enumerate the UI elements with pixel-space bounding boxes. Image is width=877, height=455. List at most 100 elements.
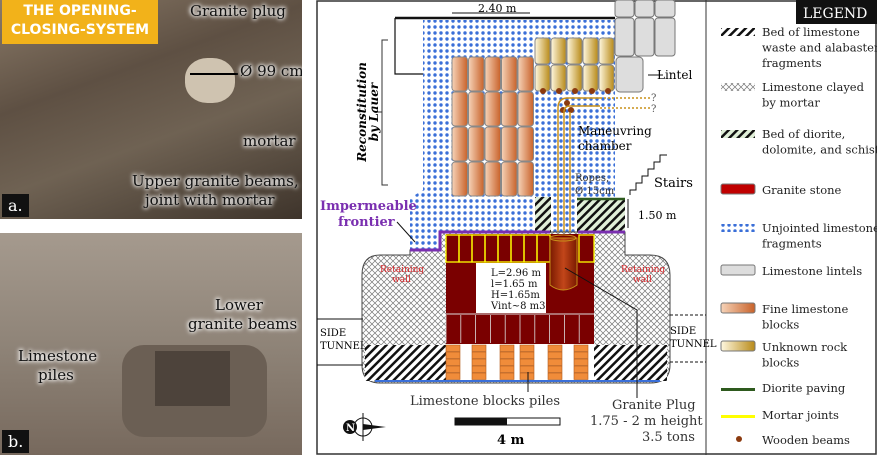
- title-line-2: CLOSING-SYSTEM: [10, 22, 150, 38]
- granite-beams: [445, 234, 595, 343]
- impermeable-arrow: [396, 221, 416, 243]
- legend-swatch: [736, 436, 742, 442]
- legend-swatch: [721, 224, 755, 232]
- reconstitution-bracket: [377, 39, 388, 186]
- chamber-interior: [476, 263, 546, 313]
- height-label: 1.50 m: [638, 209, 677, 222]
- photo-b-corner-label: b.: [2, 430, 30, 453]
- wooden-beam: [540, 88, 546, 94]
- legend-item-label: fragments: [762, 56, 822, 70]
- reconstitution-label-2: by Lauer: [367, 81, 381, 141]
- legend-item-label: Fine limestone: [762, 302, 848, 316]
- width-label: 2.40 m: [478, 2, 517, 15]
- legend-swatch: [721, 415, 755, 418]
- limestone-pile-block: [499, 372, 515, 380]
- wooden-beam: [568, 107, 574, 113]
- legend-item-label: Diorite paving: [762, 381, 846, 395]
- limestone-pile-block: [519, 372, 535, 380]
- limestone-pile-block: [499, 358, 515, 366]
- granite-plug: [549, 237, 578, 291]
- photo-a-granite-beams: THE OPENING- CLOSING-SYSTEM Granite plug…: [0, 0, 302, 219]
- diameter-label: Ø 99 cm: [240, 62, 302, 80]
- legend-item-label: Granite stone: [762, 183, 842, 197]
- limestone-pile-block: [547, 372, 563, 380]
- legend-item-label: Limestone clayed: [762, 80, 865, 94]
- impermeable-label-1: Impermeable: [320, 199, 417, 214]
- fine-limestone-block: [484, 56, 501, 92]
- legend-item-label: Bed of limestone: [762, 25, 860, 39]
- wooden-beam: [605, 88, 611, 94]
- fine-limestone-block: [501, 161, 518, 197]
- limestone-pile-block: [519, 358, 535, 366]
- limestone-pile-block: [445, 351, 461, 359]
- diorite-bed-left: [535, 197, 551, 232]
- legend-swatch: [721, 130, 755, 138]
- legend-swatch: [720, 264, 756, 276]
- unknown-rock-block: [582, 64, 599, 92]
- limestone-lintels: [614, 0, 676, 93]
- retaining-wall-left-2: wall: [392, 275, 411, 285]
- limestone-pile-block: [471, 351, 487, 359]
- fine-limestone-block: [517, 126, 534, 162]
- limestone-pile-block: [519, 351, 535, 359]
- north-label: N: [346, 423, 355, 434]
- legend-item-label: Unknown rock: [762, 340, 848, 354]
- lower-beams-label-2: granite beams: [188, 315, 298, 333]
- limestone-pile-block: [573, 344, 589, 352]
- reconstitution-label-1: Reconstitution: [355, 62, 369, 163]
- piles-label: Limestone blocks piles: [410, 394, 560, 409]
- fine-limestone-block: [451, 91, 468, 127]
- upper-beams-label-2: joint with mortar: [145, 191, 275, 209]
- limestone-pile-block: [445, 365, 461, 373]
- plug-label-2: 1.75 - 2 m height: [590, 414, 703, 429]
- legend-swatch: [721, 83, 755, 91]
- ropes-label-2: Ø 15cm: [575, 186, 615, 197]
- maneuvring-label-2: chamber: [578, 139, 632, 153]
- mortar-label: mortar: [243, 132, 296, 150]
- retaining-wall-right-2: wall: [633, 275, 652, 285]
- unknown-rock-block: [582, 37, 599, 65]
- lintel-label: Lintel: [657, 68, 692, 82]
- granite-plug-top: [549, 234, 577, 242]
- legend-item-label: Unjointed limestone: [762, 221, 877, 235]
- unknown-rock-block: [550, 37, 567, 65]
- scale-bar-dark: [455, 418, 507, 425]
- limestone-pile-block: [445, 344, 461, 352]
- north-arrow-icon: N: [343, 413, 386, 441]
- side-tunnel-right: [670, 314, 706, 363]
- scale-label: 4 m: [497, 433, 525, 448]
- photo-b-plan-drawing: Lower granite beams Limestone piles b.: [0, 233, 302, 455]
- side-tunnel-left-2: TUNNEL: [320, 341, 367, 352]
- fine-limestone-block: [517, 91, 534, 127]
- dim-volume: Vint~8 m3: [490, 301, 545, 312]
- fine-limestone-block: [468, 161, 485, 197]
- legend-swatch: [721, 388, 755, 391]
- fine-limestone-block: [501, 126, 518, 162]
- limestone-pile-block: [471, 372, 487, 380]
- legend-item-label: blocks: [762, 318, 799, 332]
- diameter-arrow: [190, 73, 238, 75]
- limestone-pile-block: [499, 365, 515, 373]
- side-tunnel-right-2: TUNNEL: [670, 339, 717, 350]
- ropes-label-1: Ropes,: [575, 173, 609, 184]
- legend-item-label: by mortar: [762, 96, 820, 110]
- piles-label-1: Limestone: [18, 347, 98, 365]
- limestone-pile-block: [499, 344, 515, 352]
- dim-height: H=1.65m: [491, 290, 540, 301]
- retaining-wall-left-1: Retaining: [380, 265, 424, 275]
- title-line-1: THE OPENING-: [23, 3, 137, 19]
- wooden-beam: [589, 88, 595, 94]
- maneuvring-label-1: Maneuvring: [578, 124, 652, 138]
- wooden-beam: [556, 88, 562, 94]
- limestone-pile-block: [573, 351, 589, 359]
- question-mark-2: ?: [651, 104, 656, 115]
- impermeable-label-2: frontier: [338, 215, 395, 230]
- limestone-pile-block: [573, 372, 589, 380]
- photo-a-corner-label: a.: [2, 194, 29, 217]
- side-tunnel-left: [317, 318, 363, 366]
- mortar-joint: [578, 234, 595, 263]
- limestone-pile-block: [547, 365, 563, 373]
- title-badge: THE OPENING- CLOSING-SYSTEM: [2, 0, 158, 44]
